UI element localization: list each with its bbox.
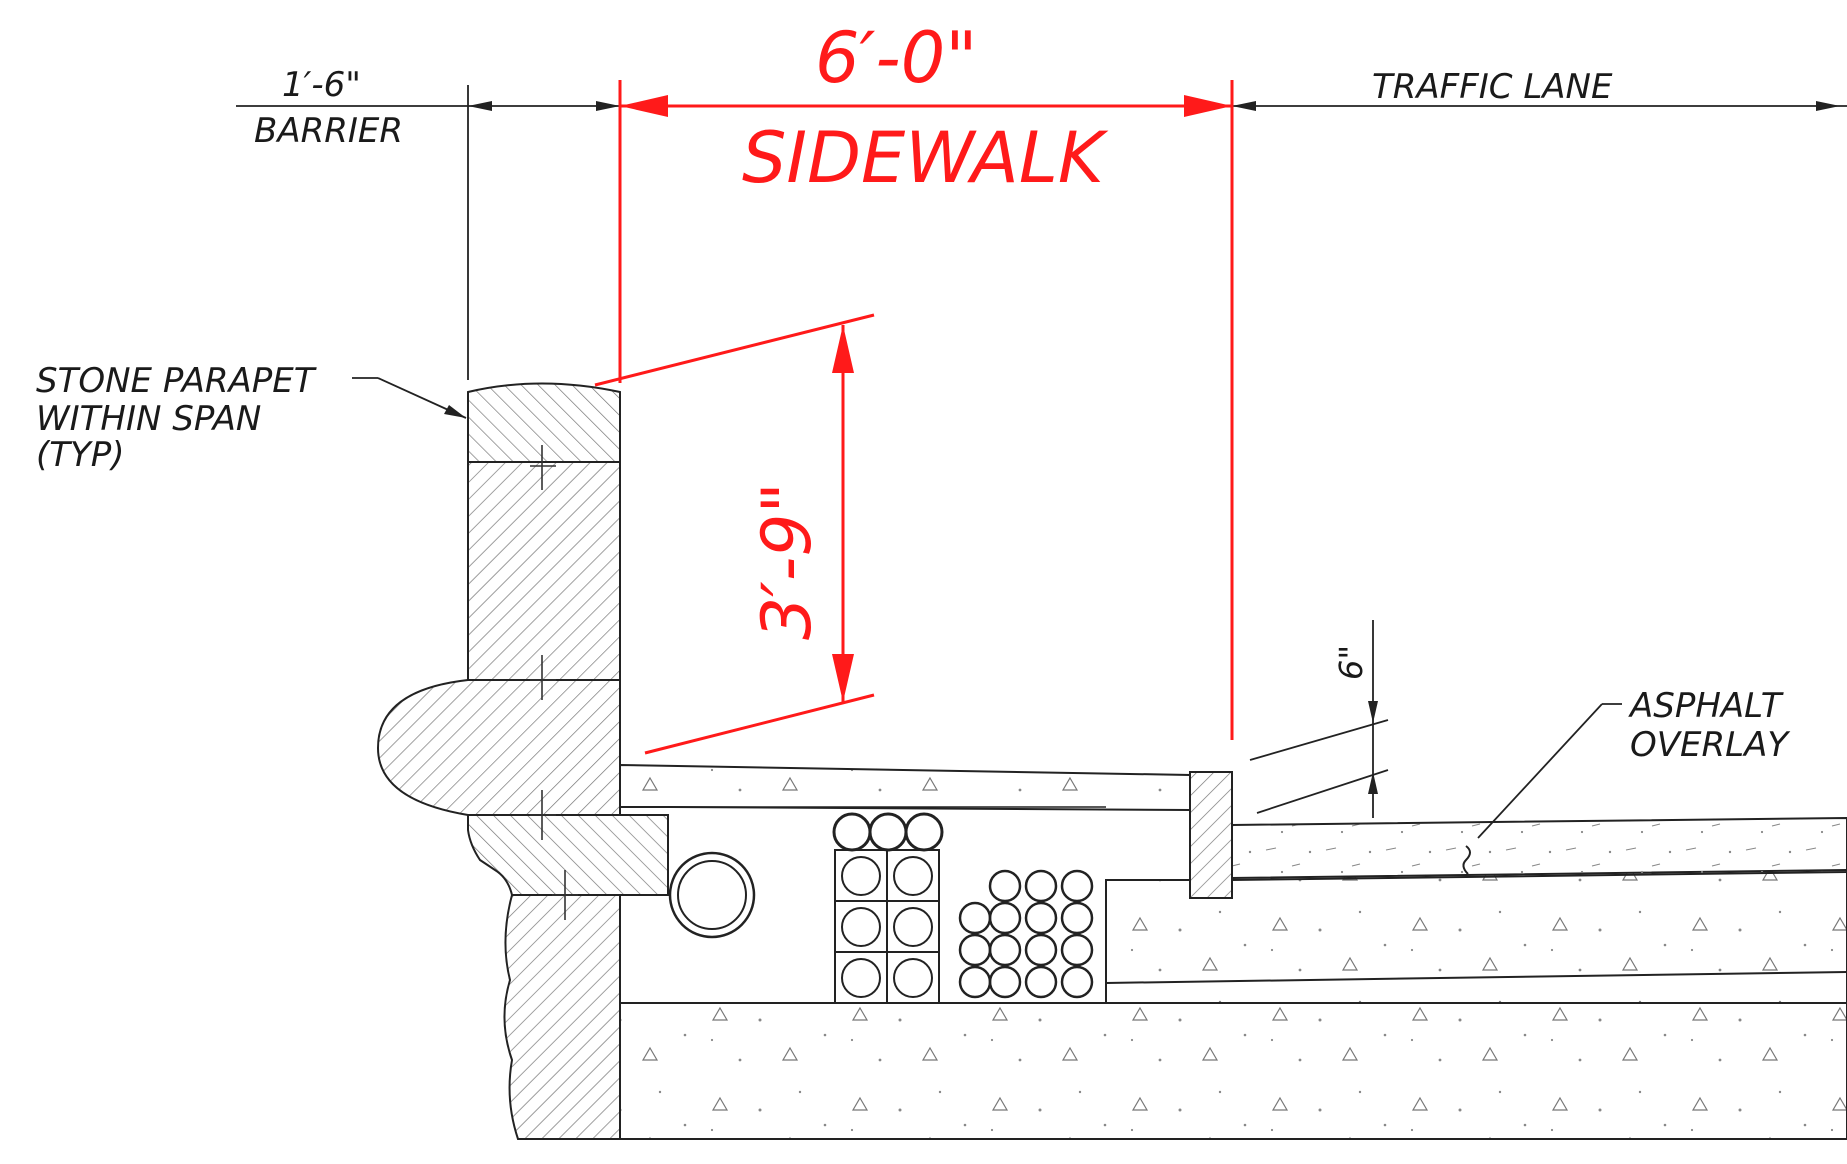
parapet-label-1: STONE PARAPET (36, 361, 317, 401)
traffic-lane-label: TRAFFIC LANE (1372, 67, 1613, 107)
traffic-lane-dimension: TRAFFIC LANE (1232, 67, 1847, 111)
parapet-callout: STONE PARAPET WITHIN SPAN (TYP) (36, 361, 467, 475)
deck-slab (619, 1002, 1847, 1140)
drain-pipe (668, 851, 756, 939)
stone-parapet (376, 382, 669, 1140)
sidewalk-dimension: 6′-0" SIDEWALK (618, 17, 1234, 740)
curb-dim-text: 6" (1332, 645, 1370, 680)
sidewalk-dim-text: 6′-0" (815, 17, 977, 99)
height-dim-text: 3′-9" (748, 482, 827, 640)
sidewalk-label: SIDEWALK (742, 117, 1109, 199)
sidewalk-slab (619, 763, 1191, 812)
asphalt-label-1: ASPHALT (1628, 686, 1784, 726)
curb-dimension: 6" (1249, 620, 1389, 818)
parapet-label-2: WITHIN SPAN (36, 399, 261, 439)
barrier-dimension: 1′-6" BARRIER (236, 65, 620, 380)
curb (1189, 771, 1233, 899)
utility-conduits (620, 806, 1107, 1004)
asphalt-callout: ASPHALT OVERLAY (1462, 686, 1790, 875)
asphalt-label-2: OVERLAY (1630, 725, 1790, 765)
parapet-label-3: (TYP) (36, 435, 125, 475)
barrier-label: BARRIER (254, 111, 403, 151)
conduit-cluster (958, 869, 1094, 999)
height-dimension: 3′-9" (594, 313, 875, 755)
barrier-dim-text: 1′-6" (282, 65, 361, 105)
duct-bank (832, 812, 944, 1004)
roadway (1105, 816, 1847, 1004)
